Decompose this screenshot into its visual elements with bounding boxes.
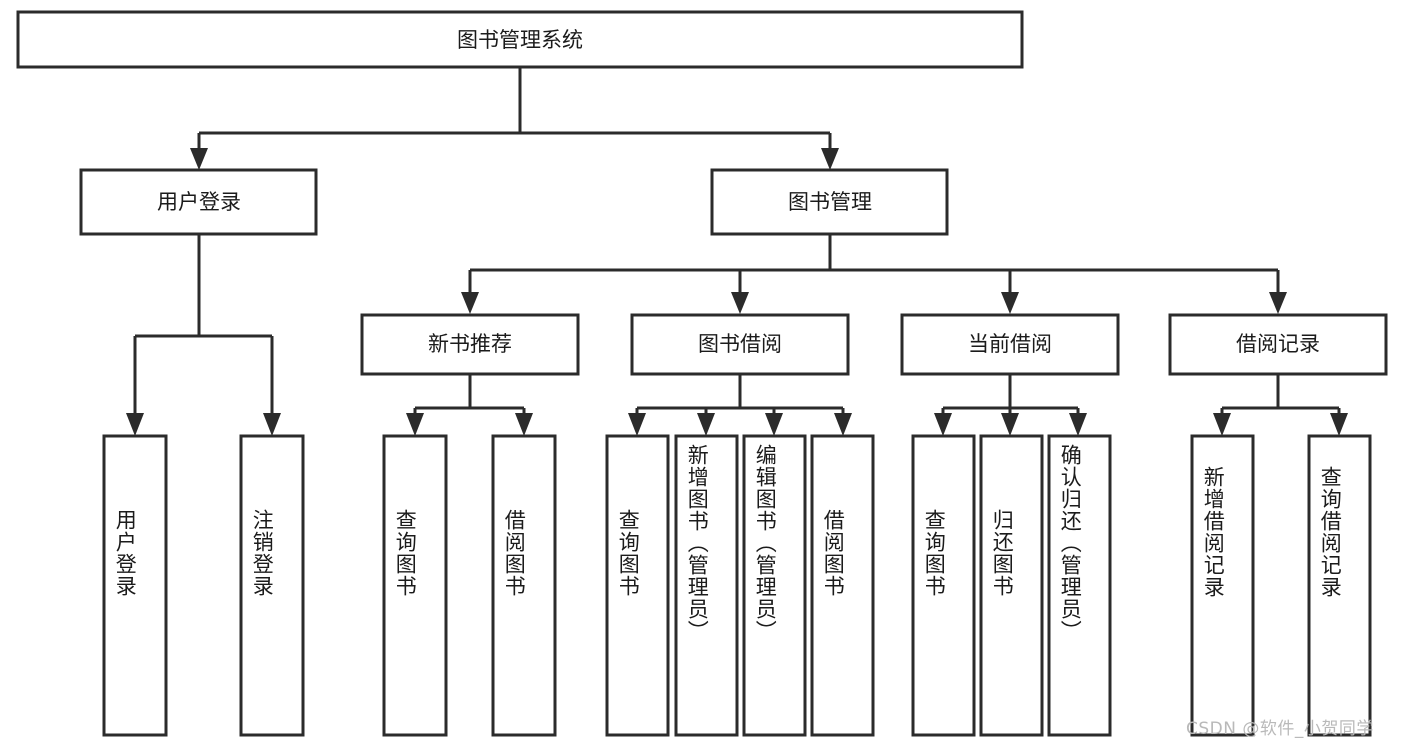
node-book-management-box[interactable]	[710, 168, 949, 236]
node-current-borrow-box[interactable]	[900, 313, 1120, 376]
arrowhead-leaf-query-record	[1330, 413, 1348, 436]
node-leaf-query-book-3-box[interactable]	[911, 434, 976, 737]
node-leaf-add-book-box[interactable]	[674, 434, 739, 737]
node-book-borrow[interactable]: 图书借阅	[630, 313, 850, 376]
arrowhead-leaf-query-book-3	[934, 413, 952, 436]
arrowhead-current-borrow	[1001, 292, 1019, 314]
csdn-watermark: CSDN @软件_小贺同学	[1186, 719, 1374, 739]
node-leaf-borrow-book-2-box[interactable]	[810, 434, 875, 737]
node-new-book-recommend-label: 新书推荐	[428, 332, 512, 356]
node-borrow-record[interactable]: 借阅记录	[1168, 313, 1388, 376]
arrowhead-new-book-recommend	[461, 292, 479, 314]
arrowhead-leaf-query-book-1	[406, 413, 424, 436]
node-user-login-box[interactable]	[79, 168, 318, 236]
node-leaf-query-book-2-box[interactable]	[605, 434, 670, 737]
node-new-book-recommend[interactable]: 新书推荐	[360, 313, 580, 376]
arrowhead-leaf-edit-book	[765, 413, 783, 436]
node-leaf-query-record-box[interactable]	[1307, 434, 1372, 737]
arrowhead-borrow-record	[1269, 292, 1287, 314]
arrowhead-leaf-add-book	[697, 413, 715, 436]
node-root[interactable]: 图书管理系统	[16, 10, 1024, 69]
node-new-book-recommend-box[interactable]	[360, 313, 580, 376]
leaf-node-layer	[102, 434, 1372, 737]
node-leaf-user-login-box[interactable]	[102, 434, 168, 737]
arrowhead-leaf-return-book	[1001, 413, 1019, 436]
node-leaf-user-logout-box[interactable]	[239, 434, 305, 737]
arrowhead-user-login	[190, 148, 208, 170]
arrowhead-leaf-borrow-book-2	[834, 413, 852, 436]
node-root-box[interactable]	[16, 10, 1024, 69]
node-leaf-return-book-box[interactable]	[979, 434, 1044, 737]
node-leaf-borrow-book-1-box[interactable]	[491, 434, 557, 737]
node-leaf-edit-book-box[interactable]	[742, 434, 807, 737]
node-book-borrow-box[interactable]	[630, 313, 850, 376]
node-current-borrow[interactable]: 当前借阅	[900, 313, 1120, 376]
node-leaf-query-book-1-box[interactable]	[382, 434, 448, 737]
arrowhead-leaf-user-login	[126, 413, 144, 436]
arrowhead-leaf-confirm-return	[1069, 413, 1087, 436]
arrowhead-book-management	[821, 148, 839, 170]
node-borrow-record-label: 借阅记录	[1236, 332, 1320, 356]
node-book-management-label: 图书管理	[788, 190, 872, 214]
node-leaf-add-record-box[interactable]	[1190, 434, 1255, 737]
arrowhead-leaf-borrow-book-1	[515, 413, 533, 436]
node-current-borrow-label: 当前借阅	[968, 332, 1052, 356]
node-user-login-label: 用户登录	[157, 190, 241, 214]
arrowhead-leaf-add-record	[1213, 413, 1231, 436]
node-borrow-record-box[interactable]	[1168, 313, 1388, 376]
node-user-login[interactable]: 用户登录	[79, 168, 318, 236]
node-root-label: 图书管理系统	[457, 28, 583, 52]
arrowhead-leaf-user-logout	[263, 413, 281, 436]
connector-layer	[126, 67, 1348, 436]
arrowhead-leaf-query-book-2	[628, 413, 646, 436]
arrowhead-book-borrow	[731, 292, 749, 314]
node-book-borrow-label: 图书借阅	[698, 332, 782, 356]
node-book-management[interactable]: 图书管理	[710, 168, 949, 236]
node-leaf-confirm-return-box[interactable]	[1047, 434, 1112, 737]
